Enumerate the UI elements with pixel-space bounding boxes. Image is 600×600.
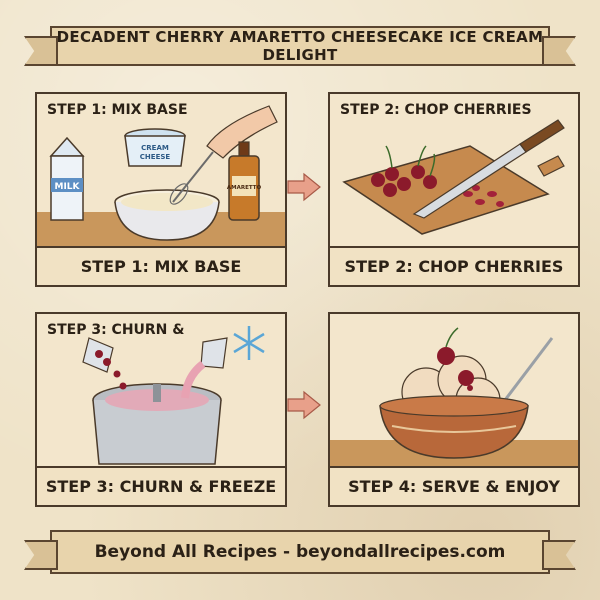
footer-banner: Beyond All Recipes - beyondallrecipes.co… bbox=[24, 530, 576, 574]
step-3-panel: STEP 3: CHURN & STEP 3: CHURN & FREEZE bbox=[35, 312, 287, 507]
amaretto-label: AMARETTO bbox=[227, 185, 262, 191]
banner-tail-left bbox=[24, 36, 58, 66]
step-1-illustration: MILK CREAM CHEESE bbox=[37, 94, 285, 246]
step-2-illustration bbox=[330, 94, 578, 246]
spoon bbox=[500, 337, 554, 405]
step-4-caption: STEP 4: SERVE & ENJOY bbox=[330, 466, 578, 505]
step-3-heading: STEP 3: CHURN & bbox=[47, 322, 185, 338]
whisk bbox=[169, 151, 214, 205]
cream-cheese-label-2: CHEESE bbox=[140, 153, 171, 161]
step-1-panel: MILK CREAM CHEESE bbox=[35, 92, 287, 287]
cream-cheese-tub bbox=[124, 128, 186, 167]
step-3-caption: STEP 3: CHURN & FREEZE bbox=[37, 466, 285, 505]
page-title: DECADENT CHERRY AMARETTO CHEESECAKE ICE … bbox=[56, 28, 544, 64]
footer-text: Beyond All Recipes - beyondallrecipes.co… bbox=[94, 542, 506, 562]
step-3-illustration bbox=[37, 314, 285, 466]
milk-carton bbox=[49, 136, 85, 221]
step-4-panel: STEP 4: SERVE & ENJOY bbox=[328, 312, 580, 507]
banner-tail-right bbox=[542, 36, 576, 66]
ice-cream-maker bbox=[92, 383, 222, 465]
cream-cheese-label-1: CREAM bbox=[141, 144, 169, 152]
arrow-right-icon bbox=[287, 172, 321, 202]
title-banner: DECADENT CHERRY AMARETTO CHEESECAKE ICE … bbox=[24, 26, 576, 66]
amaretto-bottle bbox=[228, 141, 260, 221]
chopped-cherries bbox=[463, 185, 504, 207]
serving-bowl bbox=[379, 395, 529, 459]
chef-knife bbox=[412, 119, 565, 219]
step-4-illustration bbox=[330, 314, 578, 466]
step-2-heading: STEP 2: CHOP CHERRIES bbox=[340, 102, 532, 118]
banner-tail-right bbox=[542, 540, 576, 570]
cherries bbox=[371, 145, 437, 197]
step-1-caption: STEP 1: MIX BASE bbox=[37, 246, 285, 285]
hand bbox=[206, 105, 278, 159]
banner-tail-left bbox=[24, 540, 58, 570]
step-2-caption: STEP 2: CHOP CHERRIES bbox=[330, 246, 578, 285]
step-2-panel: STEP 2: CHOP CHERRIES STEP 2: CHOP CHERR… bbox=[328, 92, 580, 287]
arrow-right-icon bbox=[287, 390, 321, 420]
step-1-heading: STEP 1: MIX BASE bbox=[47, 102, 188, 118]
cherry-toppings bbox=[437, 327, 474, 386]
milk-label: MILK bbox=[54, 182, 80, 192]
snowflake-icon bbox=[233, 326, 265, 360]
pouring-cups bbox=[82, 337, 228, 399]
mixing-bowl bbox=[114, 189, 220, 241]
